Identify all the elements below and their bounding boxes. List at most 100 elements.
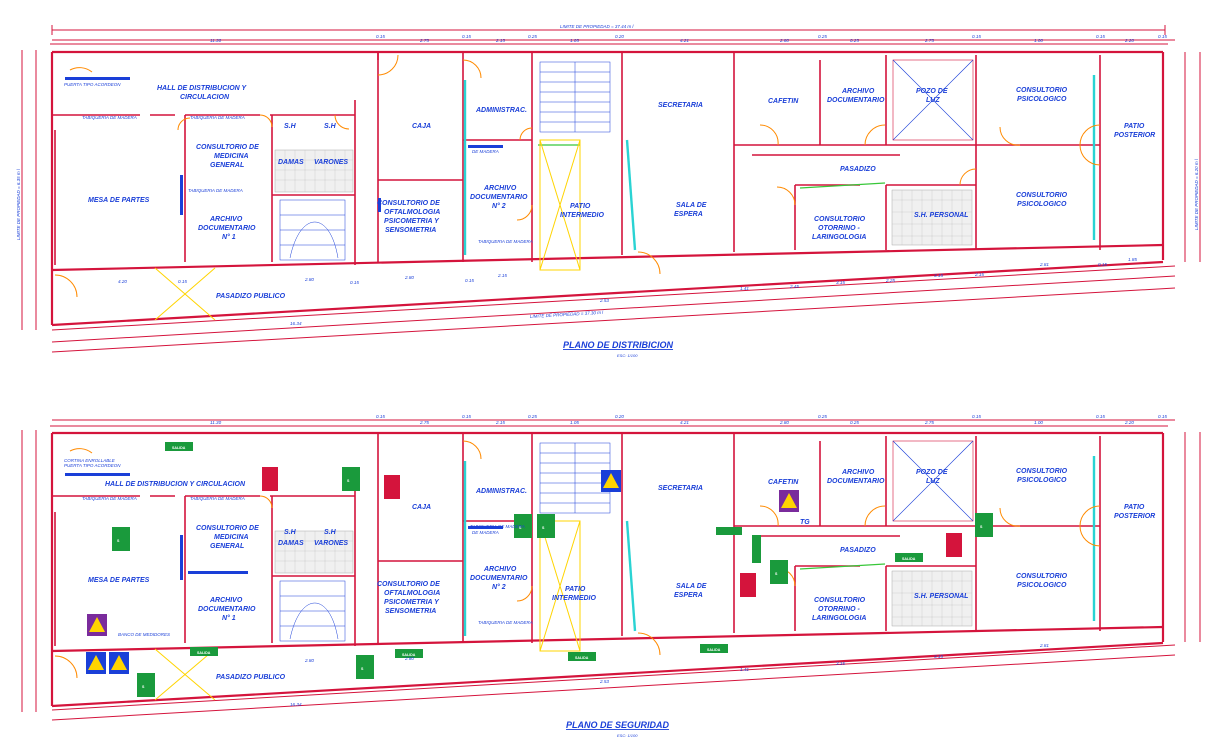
svg-text:3.15: 3.15: [934, 654, 943, 659]
hall-label-2: HALL DE DISTRIBUCION Y CIRCULACION: [105, 481, 246, 488]
damas-label: DAMAS: [278, 159, 304, 166]
plan-seguridad: SALIDA SALIDA SALIDA SALIDA SALIDA SALID…: [21, 414, 1201, 738]
svg-text:2.80: 2.80: [404, 656, 414, 661]
svg-text:1.05: 1.05: [570, 420, 579, 425]
otorrino-1b: OTORRINO -: [818, 225, 861, 232]
warning-icon: [87, 614, 107, 636]
plan-title-seguridad: PLANO DE SEGURIDAD: [566, 720, 670, 730]
svg-text:S: S: [142, 685, 145, 689]
shpersonal-2: S.H. PERSONAL: [914, 593, 968, 600]
psico-1: CONSULTORIO: [1016, 87, 1068, 94]
svg-text:0.25: 0.25: [818, 414, 827, 419]
exit-sign: SALIDA: [190, 647, 218, 656]
dimensions-bottom-1: 4.20 0.15 2.80 0.15 2.80 0.15 2.15 2.53 …: [118, 257, 1137, 326]
safe-zone-sign: S: [137, 673, 155, 697]
shpersonal-1: S.H. PERSONAL: [914, 212, 968, 219]
exit-sign: [752, 535, 761, 563]
svg-text:2.15: 2.15: [495, 420, 505, 425]
secretaria-2: SECRETARIA: [658, 485, 703, 492]
safe-zone-sign: S: [975, 513, 993, 537]
property-limit-left: LIMITE DE PROPIEDAD = 6.35 m l: [16, 168, 21, 240]
archivo2-label-2: ARCHIVO: [483, 566, 517, 573]
svg-text:1.41: 1.41: [740, 286, 749, 291]
puerta-acordeon-2: PUERTA TIPO ACORDEON: [64, 463, 121, 468]
sh-varones-label: S.H: [324, 123, 337, 130]
svg-text:2.80: 2.80: [404, 275, 414, 280]
archivo2-label: ARCHIVO: [483, 185, 517, 192]
archivo1-label: ARCHIVO: [209, 216, 243, 223]
plan-distribucion: LIMITE DE PROPIEDAD = 37.44 m l LIMITE D…: [16, 24, 1201, 358]
svg-text:3.15: 3.15: [836, 661, 845, 666]
archivo2-label-c: N° 2: [492, 202, 506, 210]
otorrino-2: CONSULTORIO: [814, 597, 866, 604]
svg-text:S: S: [519, 526, 522, 530]
admin-label-1: ADMINISTRAC.: [475, 107, 527, 114]
hall-label-1: HALL DE DISTRIBUCION Y: [157, 85, 248, 92]
svg-text:2.20: 2.20: [1124, 38, 1134, 43]
caja-label: CAJA: [412, 123, 431, 130]
svg-text:2.15: 2.15: [495, 38, 505, 43]
svg-text:2.15: 2.15: [974, 272, 984, 277]
archivo1-label-2c: N° 1: [222, 614, 236, 622]
svg-text:2.25: 2.25: [885, 278, 895, 283]
warning-icon: [109, 652, 129, 674]
svg-text:S: S: [542, 526, 545, 530]
cafetin-2: CAFETIN: [768, 479, 799, 486]
svg-text:0.25: 0.25: [850, 38, 859, 43]
svg-text:0.15: 0.15: [350, 280, 359, 285]
psico-3b: PSICOLOGICO: [1017, 477, 1067, 484]
archdoc-1: ARCHIVO: [841, 88, 875, 95]
tabiqueria-3: TABIQUERIA DE MADERA: [188, 188, 243, 193]
property-limit-right: LIMITE DE PROPIEDAD = 6.20 m l: [1194, 158, 1199, 230]
archivo1-label-2: ARCHIVO: [209, 597, 243, 604]
svg-text:S: S: [117, 539, 120, 543]
svg-text:2.75: 2.75: [924, 38, 934, 43]
oftalmo-label-d: SENSOMETRIA: [385, 227, 436, 234]
cortina-label: CORTINA ENROLLABLE: [64, 458, 116, 463]
svg-text:SALIDA: SALIDA: [402, 653, 416, 657]
admin-label-2: ADMINISTRAC.: [475, 488, 527, 495]
svg-text:S: S: [347, 479, 350, 483]
svg-text:0.15: 0.15: [376, 414, 385, 419]
svg-text:16.34: 16.34: [290, 321, 302, 326]
property-limit-top: LIMITE DE PROPIEDAD = 37.44 m l: [560, 24, 634, 29]
demadera-1: DE MADERA: [472, 149, 499, 154]
oftalmo-label-2c: PSICOMETRIA Y: [384, 599, 440, 606]
svg-text:SALIDA: SALIDA: [707, 648, 721, 652]
secretaria-1: SECRETARIA: [658, 102, 703, 109]
medicina-label-2: CONSULTORIO DE: [196, 525, 259, 532]
otorrino-2b: OTORRINO -: [818, 606, 861, 613]
mesa-partes-1: MESA DE PARTES: [88, 197, 150, 204]
svg-text:0.15: 0.15: [178, 279, 187, 284]
extinguisher-icon: [946, 533, 962, 557]
svg-text:0.15: 0.15: [1098, 262, 1107, 267]
varones-label: VARONES: [314, 159, 348, 166]
svg-text:SALIDA: SALIDA: [172, 446, 186, 450]
sala-espera-1b: ESPERA: [674, 211, 703, 218]
archdoc-2b: DOCUMENTARIO: [827, 478, 885, 485]
puerta-acordeon-1: PUERTA TIPO ACORDEON: [64, 82, 121, 87]
safe-zone-sign: S: [342, 467, 360, 491]
svg-text:0.15: 0.15: [376, 34, 385, 39]
medicina-label-1b: MEDICINA: [214, 153, 249, 160]
svg-text:2.80: 2.80: [304, 277, 314, 282]
tabiqueria-5: TABIQUERIA DE MADERA: [82, 496, 137, 501]
extinguisher-icon: [740, 573, 756, 597]
tabiqueria-1: TABIQUERIA DE MADERA: [82, 115, 137, 120]
varones-label-2: VARONES: [314, 540, 348, 547]
oftalmo-label-2d: SENSOMETRIA: [385, 608, 436, 615]
svg-text:1.05: 1.05: [570, 38, 579, 43]
sala-espera-2b: ESPERA: [674, 592, 703, 599]
extinguisher-signs: [262, 467, 962, 597]
svg-text:2.80: 2.80: [779, 420, 789, 425]
safe-zone-sign: S: [514, 514, 532, 538]
archivo1-label-b: DOCUMENTARIO: [198, 225, 256, 232]
oftalmo-label: CONSULTORIO DE: [377, 200, 440, 207]
oftalmo-label-b: OFTALMOLOGIA: [384, 209, 440, 216]
svg-text:0.25: 0.25: [528, 414, 537, 419]
psico-4: CONSULTORIO: [1016, 573, 1068, 580]
exit-signs: SALIDA SALIDA SALIDA SALIDA SALIDA SALID…: [165, 442, 923, 661]
svg-text:S: S: [361, 667, 364, 671]
svg-text:11.30: 11.30: [210, 38, 222, 43]
svg-text:1.00: 1.00: [1034, 420, 1043, 425]
